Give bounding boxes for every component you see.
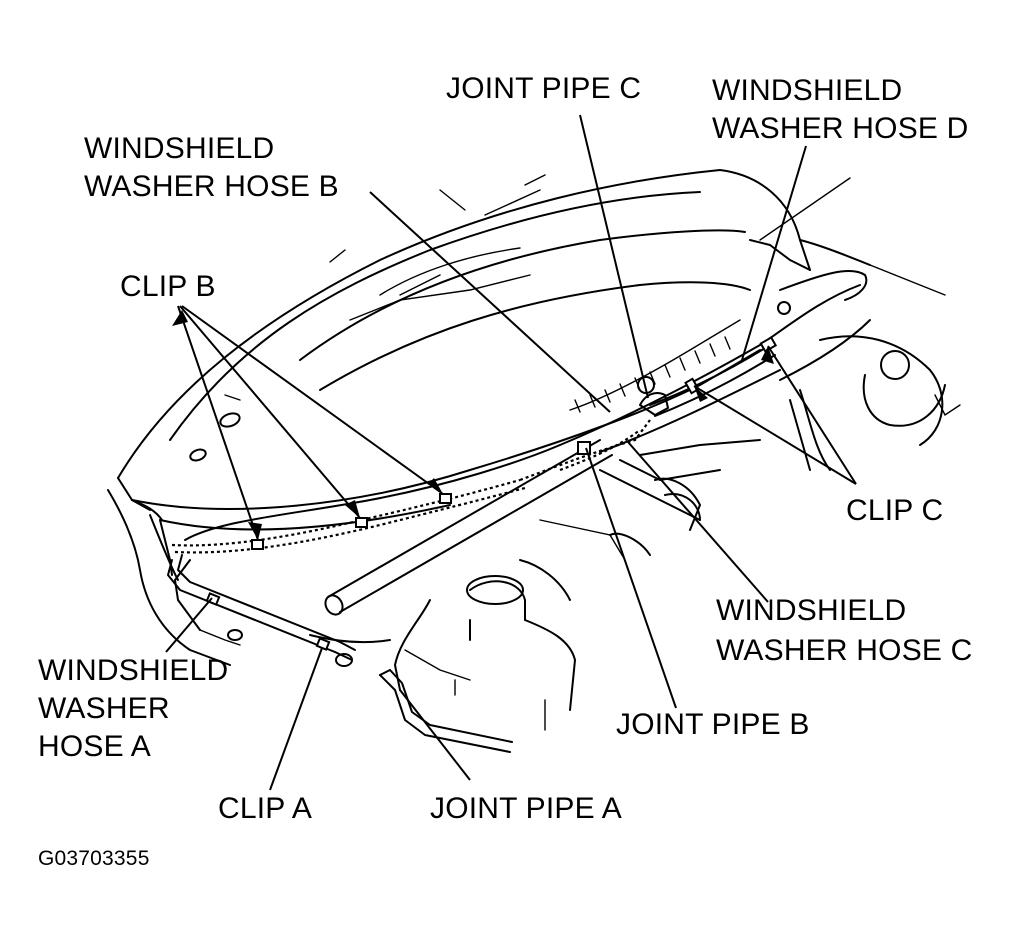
leader-clip-a [269, 647, 323, 791]
leader-clip-c-1 [767, 345, 857, 485]
leader-hose-b [369, 191, 611, 413]
washer-hose-c [324, 419, 651, 616]
label-hose-a-line2: WASHER [38, 692, 170, 725]
hood-outline [117, 169, 811, 541]
leader-hose-d [741, 145, 807, 361]
label-hose-b-line1: WINDSHIELD [84, 132, 275, 165]
label-joint-pipe-a: JOINT PIPE A [430, 792, 622, 825]
leader-clip-c-2 [693, 385, 857, 485]
label-hose-a-line3: HOSE A [38, 730, 151, 763]
label-hose-d-line1: WINDSHIELD [712, 74, 903, 107]
washer-hose-a [167, 554, 356, 667]
washer-hose-b-dotted [171, 478, 526, 554]
leader-lines [165, 114, 857, 791]
leader-joint-pipe-b [585, 447, 677, 709]
washer-hose-d [637, 301, 791, 417]
washer-tank [309, 559, 576, 731]
label-joint-pipe-b: JOINT PIPE B [616, 708, 810, 741]
leader-clip-b-2 [179, 305, 361, 519]
label-hose-d-line2: WASHER HOSE D [712, 112, 969, 145]
label-clip-b: CLIP B [120, 270, 216, 303]
leader-joint-pipe-c [579, 114, 649, 399]
engine-bay [539, 335, 961, 561]
joint-pipe-a [379, 669, 513, 753]
body-panel [107, 489, 243, 666]
label-hose-c-line1: WINDSHIELD [716, 594, 907, 627]
label-clip-a: CLIP A [218, 792, 313, 825]
leader-clip-b-1 [177, 305, 259, 541]
label-hose-c-line2: WASHER HOSE C [716, 634, 973, 667]
label-joint-pipe-c: JOINT PIPE C [446, 72, 642, 105]
label-clip-c: CLIP C [846, 494, 944, 527]
leader-joint-pipe-a [399, 689, 471, 781]
arrowheads [172, 310, 774, 540]
label-hose-b-line2: WASHER HOSE B [84, 170, 339, 203]
leader-clip-b-3 [181, 305, 444, 495]
figure-code: G03703355 [38, 847, 150, 870]
leader-hose-c [627, 441, 769, 603]
leader-hose-a [165, 597, 213, 653]
label-hose-a-line1: WINDSHIELD [38, 654, 229, 687]
cowl-top [559, 177, 946, 453]
